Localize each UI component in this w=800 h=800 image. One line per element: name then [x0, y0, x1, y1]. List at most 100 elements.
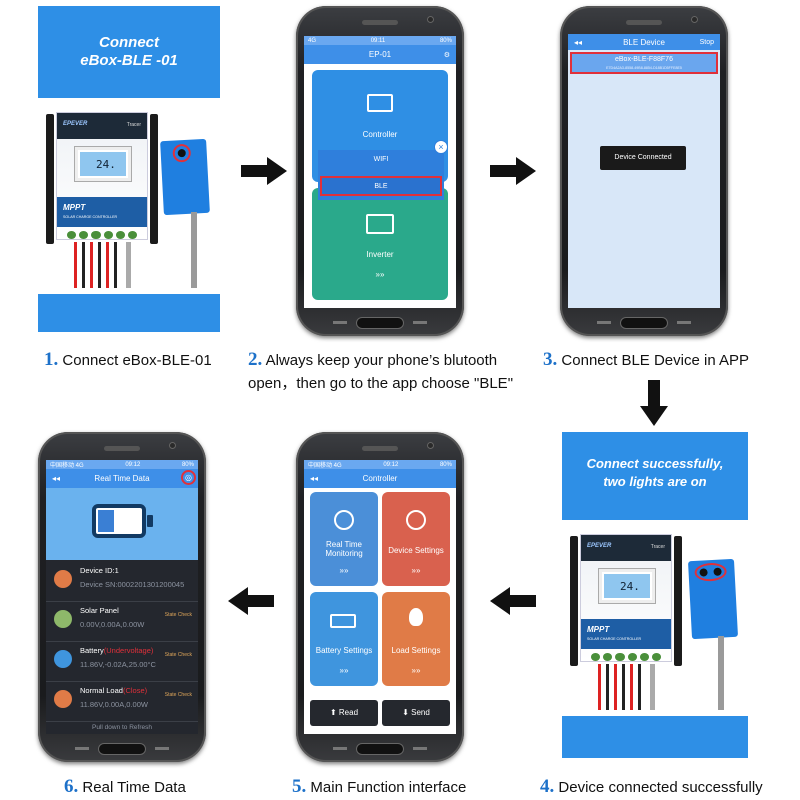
step4-sub: SOLAR CHARGE CONTROLLER: [587, 637, 642, 641]
step6-load-status: (Close): [122, 686, 148, 695]
step1-ebox-cable: [191, 212, 197, 288]
home-button[interactable]: [356, 317, 404, 329]
step1-ebox: [160, 138, 210, 216]
card-load-settings[interactable]: Load Settings »»: [382, 592, 450, 686]
step2-caption: 2. Always keep your phone’s blutooth ope…: [248, 349, 514, 392]
step6-title: Real Time Data: [94, 474, 150, 483]
send-button[interactable]: ⬇ Send: [382, 700, 450, 726]
step1-banner-line2: eBox-BLE -01: [80, 52, 178, 69]
step4-panel: Connect successfully, two lights are on …: [562, 432, 748, 758]
step2-app-bar: EP-01 ⚙: [304, 45, 456, 64]
step4-ebox-cable: [718, 636, 724, 710]
refresh-icon[interactable]: ◎: [181, 470, 196, 485]
arrow-right-icon: [241, 157, 287, 185]
step4-caption: 4. Device connected successfully: [540, 776, 763, 797]
step4-mount-right: [674, 536, 682, 666]
stopwatch-icon: [406, 510, 426, 530]
step3-title: BLE Device: [623, 37, 665, 47]
step6-solar-title: Solar Panel: [80, 606, 119, 615]
read-button[interactable]: ⬆ Read: [310, 700, 378, 726]
step5-app-bar: ◂◂ Controller: [304, 469, 456, 488]
step2-controller-label: Controller: [362, 130, 398, 139]
step1-banner-line1: Connect: [99, 34, 159, 51]
home-button[interactable]: [356, 743, 404, 755]
battery-settings-icon: [330, 614, 356, 628]
step1-model: Tracer: [126, 122, 141, 128]
step6-solar-row[interactable]: Solar Panel 0.00V,0.00A,0.00W State Chec…: [46, 602, 198, 642]
step6-caption: 6. Real Time Data: [64, 776, 186, 797]
step4-banner-line2: two lights are on: [603, 474, 707, 489]
step4-lcd: 24.: [599, 569, 655, 603]
step6-load-state-check[interactable]: State Check: [164, 692, 192, 698]
step4-controller-bottom: MPPT SOLAR CHARGE CONTROLLER: [581, 619, 671, 649]
home-button[interactable]: [620, 317, 668, 329]
step1-mount-left: [46, 114, 54, 244]
step1-lcd-value: 24.: [96, 158, 116, 171]
home-button[interactable]: [98, 743, 146, 755]
close-icon[interactable]: ×: [434, 140, 448, 154]
inverter-device-icon: [366, 214, 394, 234]
step6-data-list: Device ID:1 Device SN:0002201301200045 S…: [46, 562, 198, 734]
step6-load-title: Normal Load: [80, 686, 123, 695]
step1-controller-bottom: MPPT SOLAR CHARGE CONTROLLER: [57, 197, 147, 227]
battery-row-icon: [54, 650, 72, 668]
step4-banner-line1: Connect successfully,: [586, 456, 724, 471]
step3-device-item[interactable]: eBox-BLE-F88F76 E7D4A2A3-8558-49B8-8854-…: [570, 52, 718, 74]
step6-battery-hero: [46, 488, 198, 560]
step4-cables: [596, 664, 656, 710]
step4-mount-left: [570, 536, 578, 666]
card-device-settings[interactable]: Device Settings »»: [382, 492, 450, 586]
step1-caption: 1. Connect eBox-BLE-01: [44, 349, 212, 370]
clock-icon: [54, 570, 72, 588]
step1-controller-top: EPEVER Tracer: [57, 113, 147, 139]
step2-title: EP-01: [368, 50, 392, 59]
step6-solar-values: 0.00V,0.00A,0.00W: [80, 620, 145, 629]
step3-app-bar: ◂◂ BLE Device Stop: [568, 34, 720, 50]
step1-panel: Connect eBox-BLE -01 EPEVER Tracer 24. M…: [38, 6, 220, 332]
upload-arrow-icon: ⬆: [329, 708, 337, 717]
arrow-down-icon: [640, 380, 668, 426]
card-real-time-monitoring[interactable]: Real Time Monitoring »»: [310, 492, 378, 586]
bulb-icon: [54, 690, 72, 708]
step3-phone: ◂◂ BLE Device Stop eBox-BLE-F88F76 E7D4A…: [560, 6, 728, 336]
battery-icon: [92, 504, 146, 538]
step2-inverter-card[interactable]: Inverter »»: [312, 188, 448, 300]
card-battery-settings[interactable]: Battery Settings »»: [310, 592, 378, 686]
step4-terminals: [591, 653, 662, 661]
back-arrow-icon[interactable]: ◂◂: [574, 37, 583, 47]
step2-inverter-label: Inverter: [366, 250, 394, 259]
step1-label: MPPT: [63, 203, 86, 212]
step4-brand: EPEVER: [587, 543, 612, 549]
step6-battery-values: 11.86V,-0.02A,25.00°C: [80, 660, 156, 669]
step6-battery-state-check[interactable]: State Check: [164, 652, 192, 658]
gear-icon[interactable]: ⚙: [443, 51, 450, 59]
step6-battery-row[interactable]: Battery(Undervoltage) 11.86V,-0.02A,25.0…: [46, 642, 198, 682]
back-arrow-icon[interactable]: ◂◂: [52, 474, 61, 483]
step6-load-values: 11.86V,0.00A,0.00W: [80, 700, 148, 709]
arrow-left-icon: [490, 587, 536, 615]
step6-load-row[interactable]: Normal Load(Close) 11.86V,0.00A,0.00W St…: [46, 682, 198, 722]
step2-ble-option[interactable]: BLE: [320, 176, 442, 196]
step1-terminals: [67, 231, 138, 239]
step2-inverter-chevrons: »»: [375, 270, 385, 279]
step6-solar-state-check[interactable]: State Check: [164, 612, 192, 618]
solar-panel-icon: [54, 610, 72, 628]
step1-lcd: 24.: [75, 147, 131, 181]
step6-battery-status: (Undervoltage): [103, 646, 154, 655]
bulb-icon: [409, 608, 423, 626]
step3-stop-button[interactable]: Stop: [699, 38, 714, 46]
step6-pull-refresh: Pull down to Refresh: [92, 724, 152, 731]
step6-battery-title: Battery: [80, 646, 104, 655]
step2-wifi-option[interactable]: WIFI: [373, 156, 389, 163]
step5-caption: 5. Main Function interface: [292, 776, 467, 797]
back-arrow-icon[interactable]: ◂◂: [310, 474, 319, 483]
step1-mount-right: [150, 114, 158, 244]
step4-controller-top: EPEVER Tracer: [581, 535, 671, 561]
step6-app-bar: ◂◂ Real Time Data ◎: [46, 469, 198, 488]
